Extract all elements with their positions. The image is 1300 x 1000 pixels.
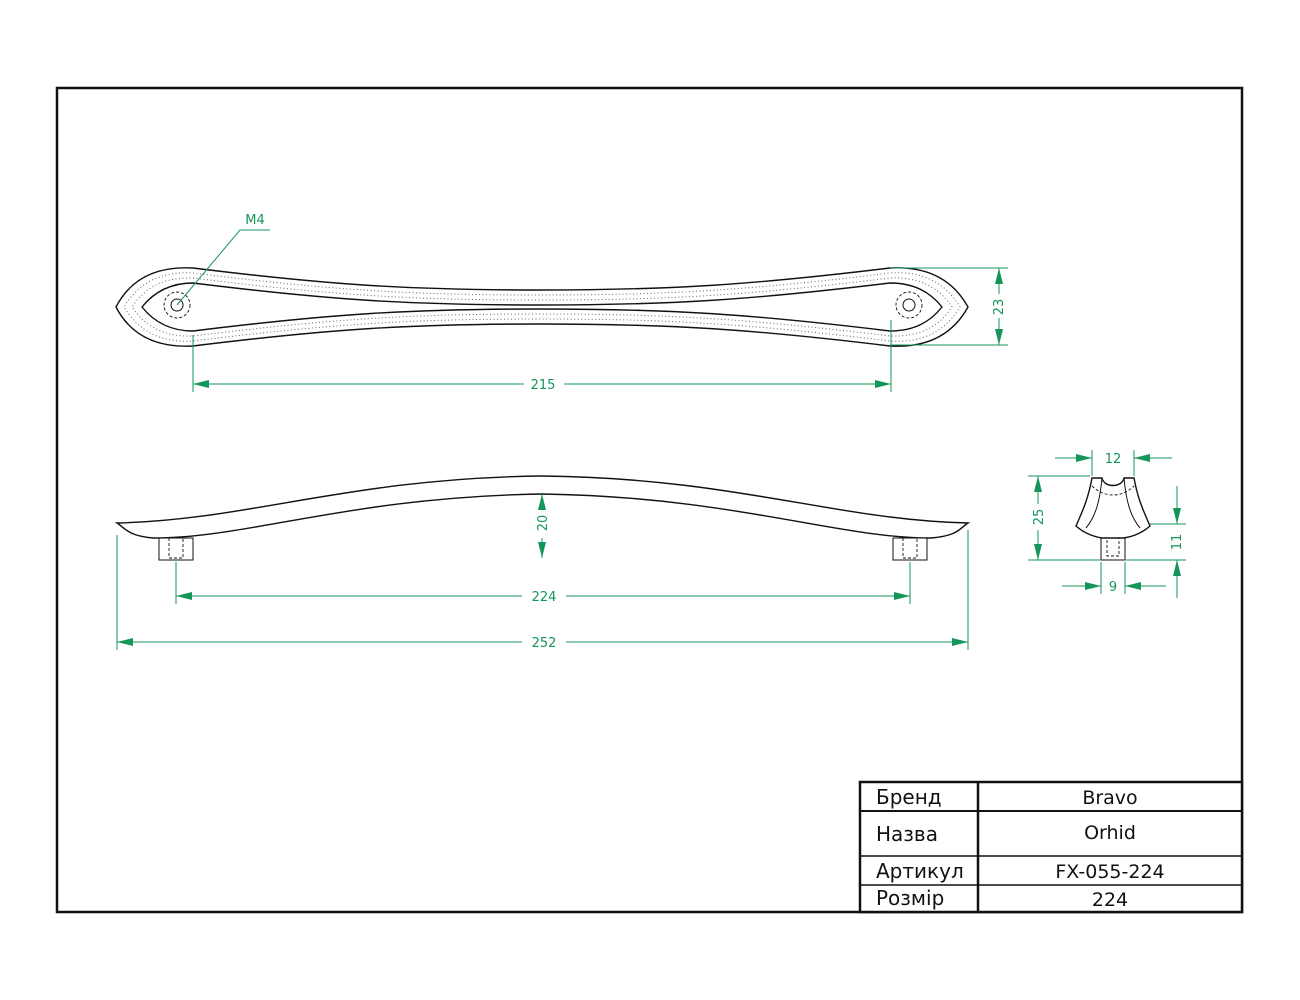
dim-23-arrow-top bbox=[995, 268, 1003, 284]
title-block-value-name: Orhid bbox=[1084, 822, 1136, 844]
dim-252-arrow-right bbox=[952, 638, 968, 646]
dim-25-arrow-bottom bbox=[1034, 544, 1042, 560]
right-hole bbox=[895, 291, 923, 319]
dim-9-text: 9 bbox=[1109, 580, 1117, 595]
dim-12-arrow-left bbox=[1076, 454, 1092, 462]
title-block-frame bbox=[858, 780, 1244, 914]
title-block-label-article: Артикул bbox=[876, 859, 964, 883]
sheet-frame bbox=[55, 86, 1244, 914]
dim-25-text: 25 bbox=[1032, 509, 1047, 526]
dim-25-arrow-top bbox=[1034, 476, 1042, 492]
dim-11-text: 11 bbox=[1170, 534, 1185, 551]
side-view-body-outline bbox=[1075, 477, 1151, 539]
top-view-dotted-band-outer bbox=[123, 272, 961, 342]
dim-252-arrow-left bbox=[117, 638, 133, 646]
dim-20-arrow-top bbox=[538, 494, 546, 510]
thread-label: M4 bbox=[245, 213, 265, 228]
dim-23-arrow-bottom bbox=[995, 329, 1003, 345]
dim-11-arrow-bottom bbox=[1173, 560, 1181, 576]
title-block-value-article: FX-055-224 bbox=[1055, 861, 1164, 883]
dim-20-text: 20 bbox=[536, 515, 551, 532]
title-block-label-brand: Бренд bbox=[876, 785, 942, 809]
dim-215-arrow-left bbox=[193, 380, 209, 388]
dim-9-arrow-left bbox=[1085, 582, 1101, 590]
front-view: 20 224 252 bbox=[114, 475, 971, 651]
side-view: 12 25 11 9 bbox=[1028, 450, 1186, 598]
side-view-hidden-arc bbox=[1091, 485, 1135, 496]
dim-224-text: 224 bbox=[532, 590, 557, 605]
dim-9-arrow-right bbox=[1125, 582, 1141, 590]
title-block-value-size: 224 bbox=[1092, 889, 1128, 911]
dim-23-text: 23 bbox=[992, 299, 1007, 316]
dim-20-arrow-bottom bbox=[538, 542, 546, 558]
dim-224-arrow-right bbox=[894, 592, 910, 600]
dim-215-arrow-right bbox=[875, 380, 891, 388]
left-hole bbox=[163, 291, 191, 319]
dim-252-text: 252 bbox=[532, 636, 557, 651]
top-view-dotted-band-inner bbox=[131, 277, 953, 337]
dim-11-arrow-top bbox=[1173, 508, 1181, 524]
top-view-outer-outline bbox=[115, 267, 969, 347]
side-view-inner-left bbox=[1085, 477, 1103, 529]
top-view: M4 215 23 bbox=[115, 213, 1008, 393]
dim-12-text: 12 bbox=[1105, 452, 1122, 467]
dim-215-text: 215 bbox=[531, 378, 556, 393]
title-block: Бренд Bravo Назва Orhid Артикул FX-055-2… bbox=[858, 780, 1244, 914]
title-block-label-name: Назва bbox=[876, 822, 938, 846]
dim-224-arrow-left bbox=[176, 592, 192, 600]
right-leg bbox=[892, 537, 928, 561]
side-view-inner-right bbox=[1123, 477, 1141, 529]
title-block-label-size: Розмір bbox=[876, 886, 944, 910]
top-view-inner-outline bbox=[141, 282, 943, 332]
dim-12-arrow-right bbox=[1134, 454, 1150, 462]
title-block-value-brand: Bravo bbox=[1082, 787, 1137, 809]
thread-leader-line bbox=[176, 229, 270, 306]
side-view-leg bbox=[1100, 537, 1126, 561]
left-leg bbox=[158, 537, 194, 561]
front-view-outline bbox=[114, 475, 971, 539]
